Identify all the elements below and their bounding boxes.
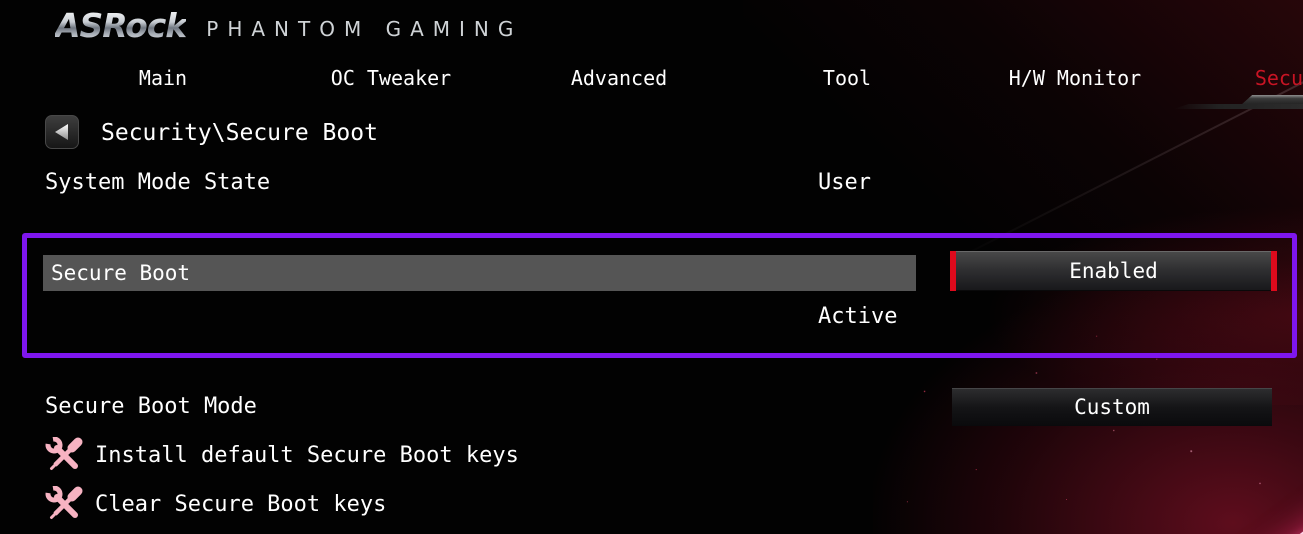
active-tab-indicator-ext [1173,104,1303,109]
secure-boot-value-button[interactable]: Enabled [950,251,1277,291]
install-default-keys-label: Install default Secure Boot keys [95,442,519,468]
tab-main[interactable]: Main [138,66,188,90]
phantom-gaming-logo: PHANTOM GAMING [206,17,523,41]
tab-advanced[interactable]: Advanced [570,66,668,90]
system-mode-state-label: System Mode State [45,170,271,195]
tools-icon [45,486,83,519]
breadcrumb: Security\Secure Boot [101,120,378,146]
secure-boot-state-value: Active [818,304,898,329]
brand-logo: ASRock PHANTOM GAMING [55,6,522,46]
nav-tab-bar: Main OC Tweaker Advanced Tool H/W Monito… [49,60,1303,96]
tab-security[interactable]: Security [1254,66,1303,90]
active-tab-indicator [1241,95,1303,105]
secure-boot-mode-value-button[interactable]: Custom [952,388,1272,426]
secure-boot-row[interactable]: Secure Boot [43,255,916,291]
install-default-keys-action[interactable]: Install default Secure Boot keys [45,436,519,474]
tab-oc-tweaker[interactable]: OC Tweaker [330,66,452,90]
back-button[interactable] [45,115,79,149]
tab-tool[interactable]: Tool [822,66,872,90]
system-mode-state-value: User [818,170,871,195]
tab-hw-monitor[interactable]: H/W Monitor [1008,66,1142,90]
back-arrow-icon [55,124,68,140]
tools-icon [45,437,83,470]
secure-boot-label: Secure Boot [51,261,191,285]
selection-highlight-box: Secure Boot Enabled Active [22,233,1297,358]
bg-beam-soft [903,486,1303,534]
bg-beam-main [923,504,1303,534]
clear-keys-action[interactable]: Clear Secure Boot keys [45,485,386,523]
asrock-logo: ASRock [55,6,187,45]
clear-keys-label: Clear Secure Boot keys [95,491,387,517]
secure-boot-mode-label: Secure Boot Mode [45,394,257,419]
